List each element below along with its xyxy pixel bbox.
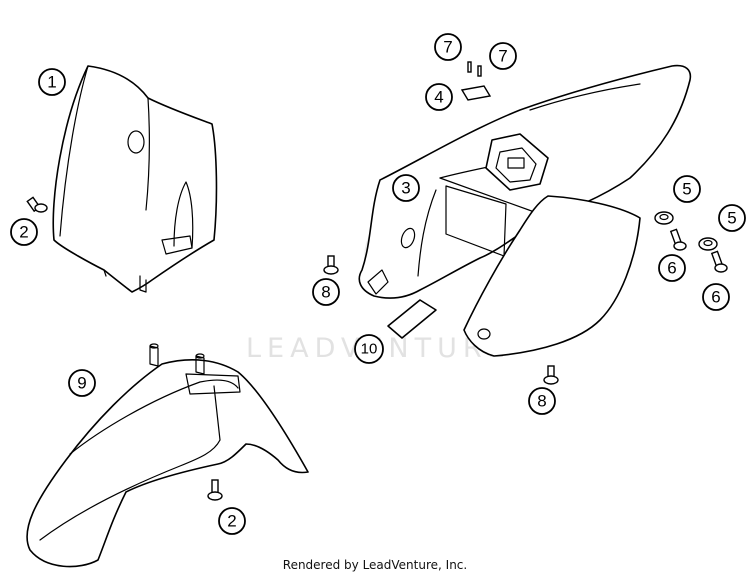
front-number-plate xyxy=(52,65,218,293)
callout-5-right-label: 5 xyxy=(727,209,736,228)
callout-6-right: 6 xyxy=(702,283,730,311)
rear-fender xyxy=(358,64,692,299)
pins-part-7 xyxy=(467,61,482,77)
callout-4-label: 4 xyxy=(434,88,443,107)
callout-10: 10 xyxy=(354,334,384,364)
callout-6-left-label: 6 xyxy=(667,259,676,278)
callout-4: 4 xyxy=(425,83,453,111)
callout-9-label: 9 xyxy=(77,374,86,393)
rear-side-panel xyxy=(463,195,641,357)
footer-credit: Rendered by LeadVenture, Inc. xyxy=(282,558,468,572)
callout-5-left-label: 5 xyxy=(682,180,691,199)
screws-part-6 xyxy=(669,228,728,273)
bracket-part-4 xyxy=(460,85,492,101)
callout-6-right-label: 6 xyxy=(711,288,720,307)
callout-1-label: 1 xyxy=(47,73,56,92)
screws-part-8 xyxy=(323,255,559,385)
callout-7-right-label: 7 xyxy=(498,47,507,66)
callout-1: 1 xyxy=(38,68,66,96)
callout-3: 3 xyxy=(392,174,420,202)
front-fender xyxy=(26,343,309,568)
callout-3-label: 3 xyxy=(401,179,410,198)
callout-6-left: 6 xyxy=(658,254,686,282)
screw-part-2-front-fender xyxy=(207,479,223,501)
callout-5-left: 5 xyxy=(673,175,701,203)
callout-5-right: 5 xyxy=(718,204,746,232)
callout-8-bottom: 8 xyxy=(528,387,556,415)
callout-2-front-plate: 2 xyxy=(10,218,38,246)
washers-part-5 xyxy=(654,211,718,251)
decal-part-10 xyxy=(387,299,437,339)
callout-8-bottom-label: 8 xyxy=(537,392,546,411)
callout-2-front-fender-label: 2 xyxy=(227,512,236,531)
callout-7-right: 7 xyxy=(489,42,517,70)
callout-2-front-fender: 2 xyxy=(218,507,246,535)
screw-part-2-front-plate xyxy=(26,196,48,213)
callout-7-left: 7 xyxy=(434,33,462,61)
callout-2-front-plate-label: 2 xyxy=(19,223,28,242)
callout-9: 9 xyxy=(68,369,96,397)
callout-7-left-label: 7 xyxy=(443,38,452,57)
callout-10-label: 10 xyxy=(361,341,378,358)
callout-8-left-label: 8 xyxy=(321,283,330,302)
callout-8-left: 8 xyxy=(312,278,340,306)
